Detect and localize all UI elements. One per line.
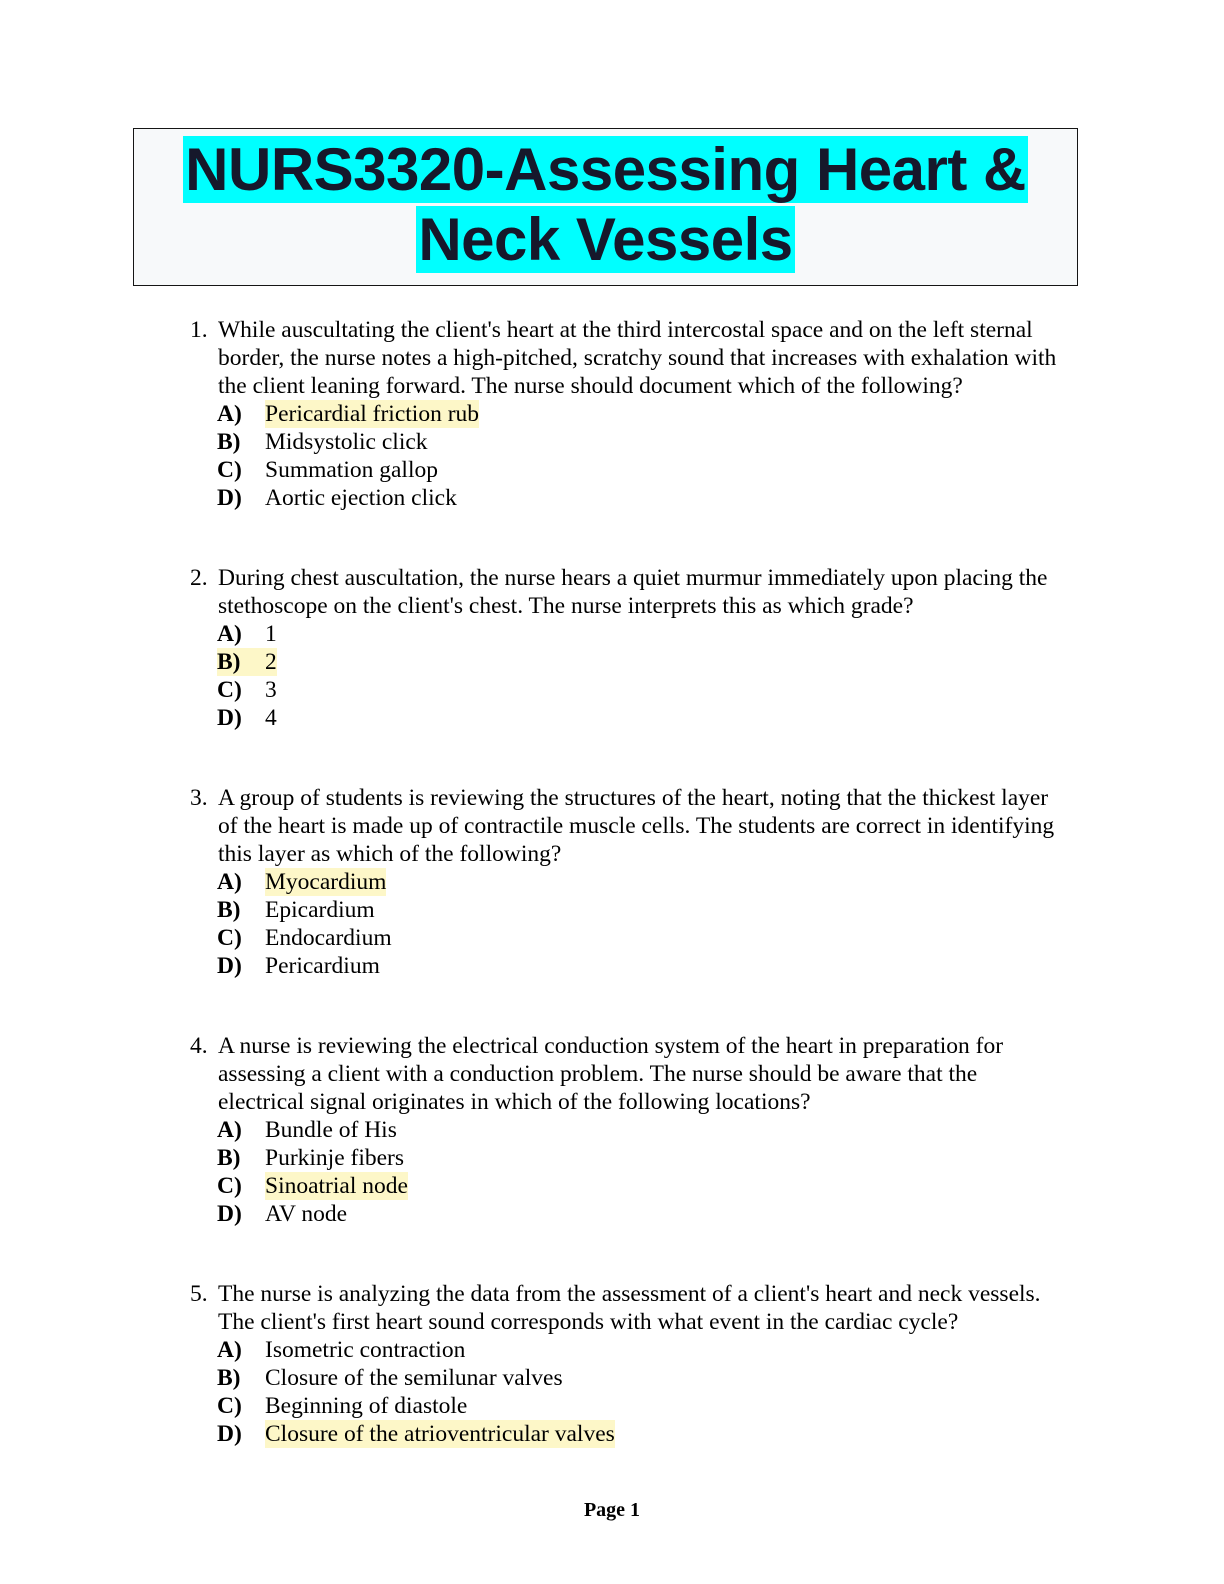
option-letter: D)	[217, 1421, 242, 1447]
option-letter: D)	[217, 1201, 242, 1227]
option-text: Summation gallop	[265, 457, 438, 483]
question-block: 2. During chest auscultation, the nurse h…	[0, 564, 1224, 732]
document-title-line-1-text: NURS3320-Assessing Heart &	[183, 136, 1028, 203]
answer-option[interactable]: A) Bundle of His	[217, 1116, 1064, 1144]
answer-option[interactable]: A) 1	[217, 620, 1064, 648]
document-title-line-1: NURS3320-Assessing Heart &	[134, 135, 1077, 205]
option-letter: D)	[217, 953, 242, 979]
option-text: Beginning of diastole	[265, 1393, 468, 1419]
option-letter: B)	[217, 1365, 241, 1391]
option-text-highlighted: Pericardial friction rub	[265, 400, 480, 428]
option-letter: D)	[217, 485, 242, 511]
answer-option[interactable]: D) AV node	[217, 1200, 1064, 1228]
answer-option[interactable]: D) Aortic ejection click	[217, 484, 1064, 512]
question-number: 3.	[190, 785, 208, 811]
option-text-highlighted: Closure of the atrioventricular valves	[265, 1420, 615, 1448]
question-block: 1. While auscultating the client's heart …	[0, 316, 1224, 512]
option-text: Closure of the semilunar valves	[265, 1365, 563, 1391]
answer-option[interactable]: C) Endocardium	[217, 924, 1064, 952]
question-number: 5.	[190, 1281, 208, 1307]
option-text: 3	[265, 677, 277, 703]
page-footer: Page 1	[583, 1499, 641, 1521]
option-text: Bundle of His	[265, 1117, 397, 1143]
document-title-line-2: Neck Vessels	[134, 205, 1077, 275]
option-text-highlighted: Sinoatrial node	[265, 1172, 408, 1200]
answer-option[interactable]: C) Beginning of diastole	[217, 1392, 1064, 1420]
question-stem: A nurse is reviewing the electrical cond…	[218, 1033, 1004, 1115]
option-text: AV node	[265, 1201, 348, 1227]
document-title-box: NURS3320-Assessing Heart & Neck Vessels	[133, 128, 1078, 286]
option-letter: B)	[217, 897, 241, 923]
question-number: 4.	[190, 1033, 208, 1059]
option-text: Endocardium	[265, 925, 392, 951]
option-letter: C)	[217, 925, 242, 951]
question-stem: The nurse is analyzing the data from the…	[218, 1281, 1041, 1335]
option-text-highlighted: 2	[265, 648, 277, 676]
question-number: 1.	[190, 317, 208, 343]
answer-option[interactable]: B)2	[217, 648, 1064, 676]
option-letter: C)	[217, 1173, 242, 1199]
option-text: Midsystolic click	[265, 429, 428, 455]
option-text: Aortic ejection click	[265, 485, 457, 511]
answer-option[interactable]: B) Epicardium	[217, 896, 1064, 924]
answer-option[interactable]: B) Closure of the semilunar valves	[217, 1364, 1064, 1392]
option-text-highlighted: Myocardium	[265, 868, 387, 896]
option-letter: A)	[217, 869, 242, 895]
answer-option[interactable]: C) Summation gallop	[217, 456, 1064, 484]
answer-option[interactable]: A) Pericardial friction rub	[217, 400, 1064, 428]
answer-option[interactable]: A) Myocardium	[217, 868, 1064, 896]
document-title-line-2-text: Neck Vessels	[416, 206, 795, 273]
question-stem: A group of students is reviewing the str…	[218, 785, 1055, 867]
answer-option[interactable]: A) Isometric contraction	[217, 1336, 1064, 1364]
option-letter: C)	[217, 677, 242, 703]
answer-option[interactable]: C) 3	[217, 676, 1064, 704]
answer-option[interactable]: D) Closure of the atrioventricular valves	[217, 1420, 1064, 1448]
option-letter: C)	[217, 1393, 242, 1419]
option-text: Epicardium	[265, 897, 375, 923]
option-text: Purkinje fibers	[265, 1145, 405, 1171]
option-text: 1	[265, 621, 277, 647]
question-number: 2.	[190, 565, 208, 591]
question-stem: During chest auscultation, the nurse hea…	[218, 565, 1048, 619]
question-list: 1. While auscultating the client's heart …	[0, 316, 1224, 1500]
option-text: Pericardium	[265, 953, 380, 979]
option-letter: A)	[217, 1337, 242, 1363]
option-letter: D)	[217, 705, 242, 731]
question-block: 4. A nurse is reviewing the electrical co…	[0, 1032, 1224, 1228]
answer-option[interactable]: D) 4	[217, 704, 1064, 732]
question-block: 5. The nurse is analyzing the data from t…	[0, 1280, 1224, 1448]
option-letter: B)	[217, 648, 265, 676]
answer-option[interactable]: B) Purkinje fibers	[217, 1144, 1064, 1172]
answer-option[interactable]: D) Pericardium	[217, 952, 1064, 980]
option-text: 4	[265, 705, 277, 731]
question-stem: While auscultating the client's heart at…	[218, 317, 1057, 399]
option-letter: A)	[217, 621, 242, 647]
option-letter: B)	[217, 429, 241, 455]
answer-option[interactable]: B) Midsystolic click	[217, 428, 1064, 456]
answer-option[interactable]: C) Sinoatrial node	[217, 1172, 1064, 1200]
option-letter: A)	[217, 401, 242, 427]
option-text: Isometric contraction	[265, 1337, 466, 1363]
question-block: 3. A group of students is reviewing the s…	[0, 784, 1224, 980]
option-letter: C)	[217, 457, 242, 483]
option-letter: A)	[217, 1117, 242, 1143]
option-letter: B)	[217, 1145, 241, 1171]
